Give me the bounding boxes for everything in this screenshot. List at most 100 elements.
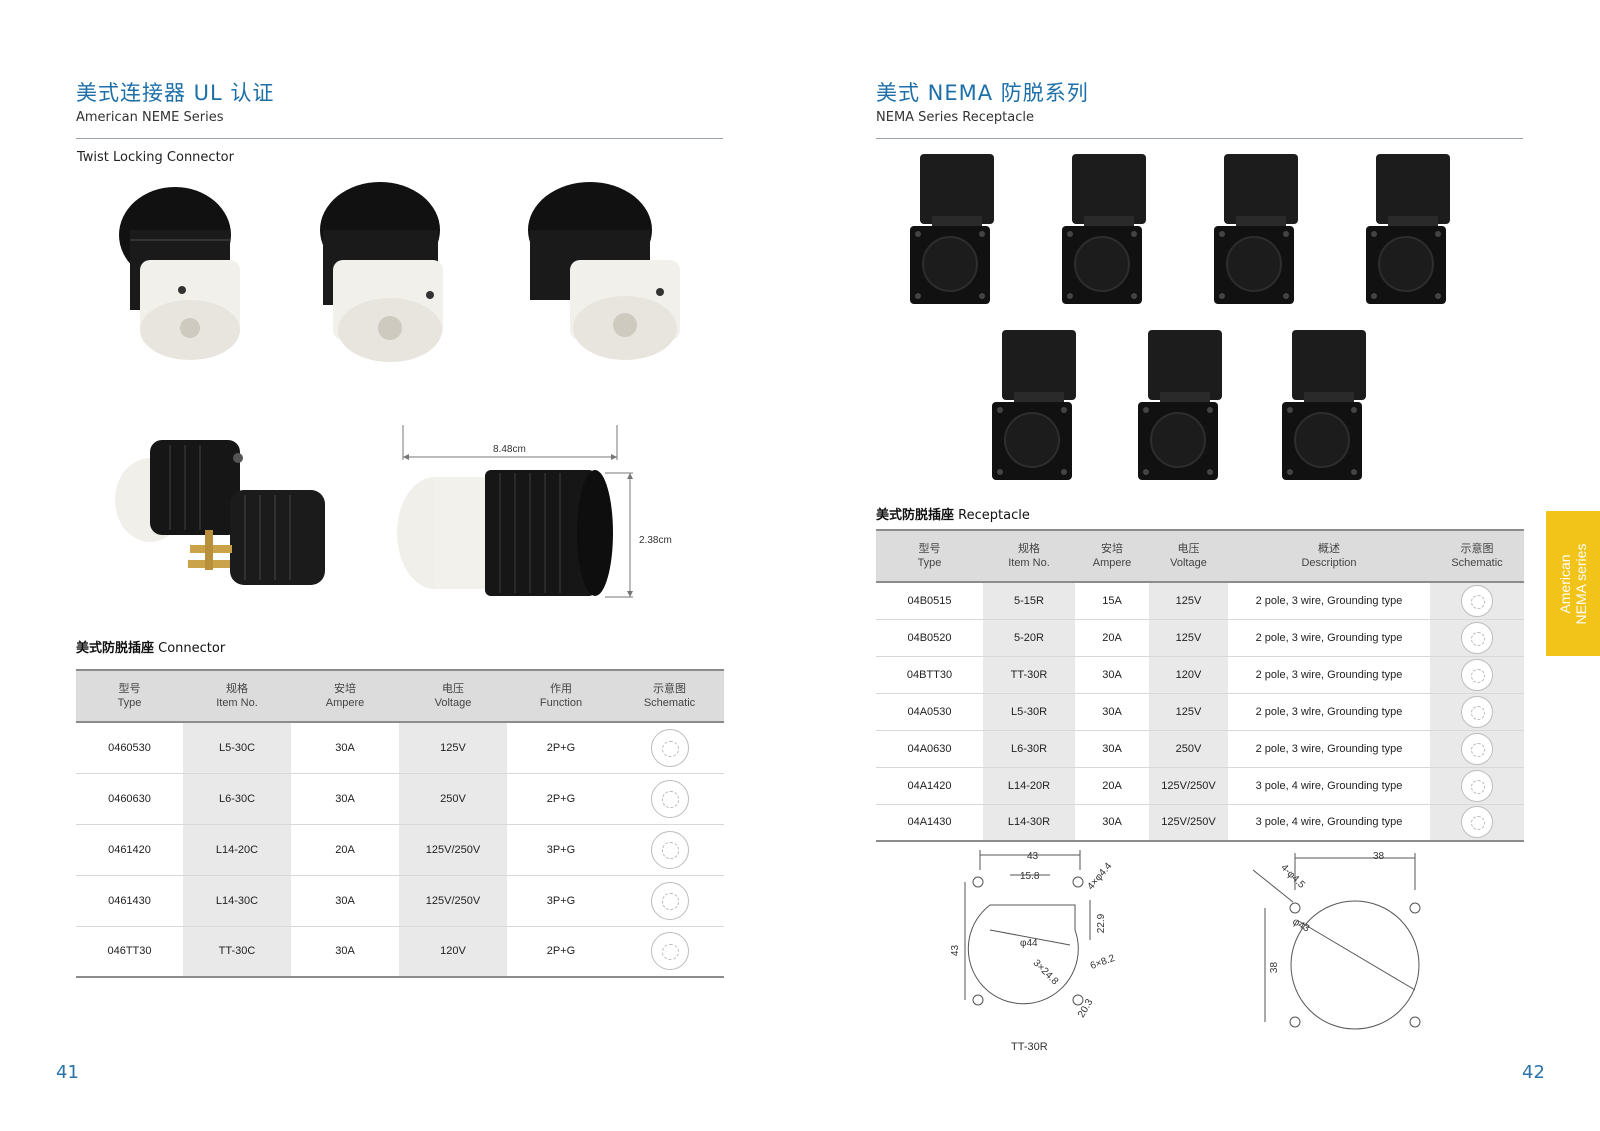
cell-type: 0461430 [76,875,183,927]
schematic-icon [1461,695,1493,728]
cell-function: 3P+G [507,824,615,876]
cell-voltage: 125V/250V [1149,804,1228,842]
cell-type: 04A0630 [876,730,983,768]
left-title-cn: 美式连接器 UL 认证 [76,81,275,105]
cell-voltage: 125V [1149,619,1228,657]
schematic-icon [1461,584,1493,617]
table-row: 04BTT30 TT-30R 30A 120V 2 pole, 3 wire, … [876,656,1524,694]
left-subhead: Twist Locking Connector [77,150,234,165]
cell-item: TT-30R [983,656,1075,694]
cell-item: L14-30C [183,875,291,927]
cell-ampere: 20A [291,824,399,876]
left-page: 美式连接器 UL 认证 American NEME Series Twist L… [56,81,724,1083]
drawing1-dim-d: φ44 [1020,938,1038,949]
receptacle-image-tt-30r [1213,153,1299,305]
cell-schematic [1430,656,1524,694]
cell-type: 04B0515 [876,582,983,620]
cell-type: 04A1430 [876,804,983,842]
receptacle-image-l6-30r [991,329,1077,481]
cell-description: 2 pole, 3 wire, Grounding type [1228,619,1430,657]
drawing-caption: TT-30R [1011,1041,1048,1053]
left-header-rule [76,138,723,139]
left-title-en: American NEME Series [76,110,224,125]
cell-voltage: 250V [399,773,507,825]
tt30r-cutout-drawing [964,850,1091,1006]
cell-function: 2P+G [507,722,615,774]
cell-ampere: 30A [1075,804,1149,842]
connector-product-image-3 [528,182,680,360]
cell-item: 5-15R [983,582,1075,620]
cell-description: 2 pole, 3 wlre, Grounding type [1228,693,1430,731]
plug-connector-pair-image [115,440,325,585]
right-title-cn: 美式 NEMA 防脱系列 [876,81,1089,105]
cell-type: 0460630 [76,773,183,825]
connector-section-title-cn: 美式防脱插座 [76,641,155,656]
dimension-height-label: 2.38cm [639,535,672,546]
drawing1-dim-w: 43 [1027,851,1039,862]
cell-item: 5-20R [983,619,1075,657]
table-row: 04A0630 L6-30R 30A 250V 2 pole, 3 wire, … [876,730,1524,768]
cell-function: 3P+G [507,875,615,927]
cell-ampere: 20A [1075,767,1149,805]
cell-item: L6-30R [983,730,1075,768]
receptacle-photos [910,153,1451,481]
cell-function: 2P+G [507,773,615,825]
schematic-icon [650,881,689,920]
cell-voltage: 125V/250V [399,875,507,927]
side-tab: American NEMA series [1546,511,1600,656]
cell-description: 3 pole, 4 wire, Grounding type [1228,804,1430,842]
table-row: 0460630 L6-30C 30A 250V 2P+G [76,773,724,825]
cell-voltage: 125V/250V [399,824,507,876]
receptacle-section-title-cn: 美式防脱插座 [876,508,955,523]
cell-type: 0461420 [76,824,183,876]
receptacle-image-5-15r [910,153,995,305]
side-tab-line1: American [1557,553,1573,614]
cell-type: 04B0520 [876,619,983,657]
table-row: 046TT30 TT-30C 30A 120V 2P+G [76,926,724,978]
cell-voltage: 125V [1149,693,1228,731]
connector-product-image-1 [119,187,240,360]
schematic-icon [650,830,689,869]
page-number-left: 41 [56,1062,79,1083]
table-row: 04B0520 5-20R 20A 125V 2 pole, 3 wire, G… [876,619,1524,657]
schematic-icon [1461,769,1493,802]
drawing1-dim-h: 43 [950,944,962,957]
cell-type: 04BTT30 [876,656,983,694]
receptacle-section-title-en: Receptacle [958,508,1030,523]
schematic-icon [650,779,689,818]
cell-type: 04A1420 [876,767,983,805]
cell-description: 2 pole, 3 wire, Grounding type [1228,656,1430,694]
receptacle-image-l14-20r [1137,329,1223,481]
schematic-icon [1461,658,1493,691]
drawing1-dim-side: 22.9 [1096,913,1108,934]
cell-schematic [1430,619,1524,657]
right-title-en: NEMA Series Receptacle [876,110,1034,125]
cell-ampere: 20A [1075,619,1149,657]
cell-item: L5-30R [983,693,1075,731]
cell-voltage: 125V [399,722,507,774]
side-tab-label: American NEMA series [1557,543,1589,624]
cell-voltage: 120V [1149,656,1228,694]
cell-schematic [615,824,724,876]
right-header-rule [876,138,1523,139]
cell-schematic [1430,804,1524,842]
cell-item: L14-20C [183,824,291,876]
cell-voltage: 125V [1149,582,1228,620]
schematic-icon [1461,732,1493,765]
connector-section-title-en: Connector [158,641,226,656]
cell-schematic [615,875,724,927]
receptacle-image-l5-30r [1365,153,1451,305]
receptacle-image-5-20r [1061,153,1147,305]
